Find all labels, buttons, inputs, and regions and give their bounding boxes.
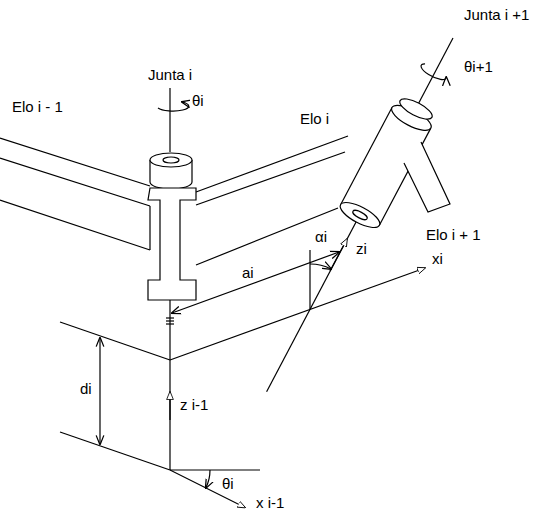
text-label: Elo i - 1: [10, 98, 65, 115]
reference-line: [170, 469, 260, 470]
angle-arc: [206, 470, 210, 488]
joint-axis: [169, 300, 170, 470]
link-fin: [404, 142, 450, 212]
text-label: x i-1: [254, 494, 286, 511]
text-label: θi+1: [462, 58, 495, 75]
axis-arrow: [330, 239, 347, 271]
text-label: zi: [354, 240, 369, 257]
text-label: Elo i + 1: [424, 226, 483, 243]
dimension-line: [172, 252, 339, 313]
joint-axis: [169, 88, 170, 152]
reference-line: [309, 250, 310, 309]
extension-line: [60, 322, 170, 360]
text-label: Junta i: [146, 66, 194, 83]
text-label: di: [78, 380, 94, 397]
link-bar: [196, 136, 348, 265]
text-label: Junta i +1: [462, 6, 531, 23]
rotation-arrow: [419, 63, 447, 83]
joint-cylinder: [150, 153, 192, 189]
axis-arrow: [169, 392, 170, 420]
text-label: Elo i: [298, 110, 331, 127]
extension-line: [60, 432, 170, 470]
link-bar: [0, 138, 150, 250]
text-label: xi: [430, 250, 445, 267]
text-label: αi: [313, 228, 329, 245]
clevis: [148, 188, 196, 300]
joint-axis: [267, 38, 453, 392]
text-label: z i-1: [178, 396, 210, 413]
rotation-arrow: [158, 102, 189, 111]
tick-mark: [166, 318, 174, 324]
dimension-line: [99, 338, 100, 444]
axis-line: [170, 268, 425, 360]
text-label: θi: [190, 92, 206, 109]
text-label: θi: [220, 475, 236, 492]
text-label: ai: [240, 264, 256, 281]
angle-arc: [310, 264, 331, 269]
axis-line: [170, 470, 245, 508]
